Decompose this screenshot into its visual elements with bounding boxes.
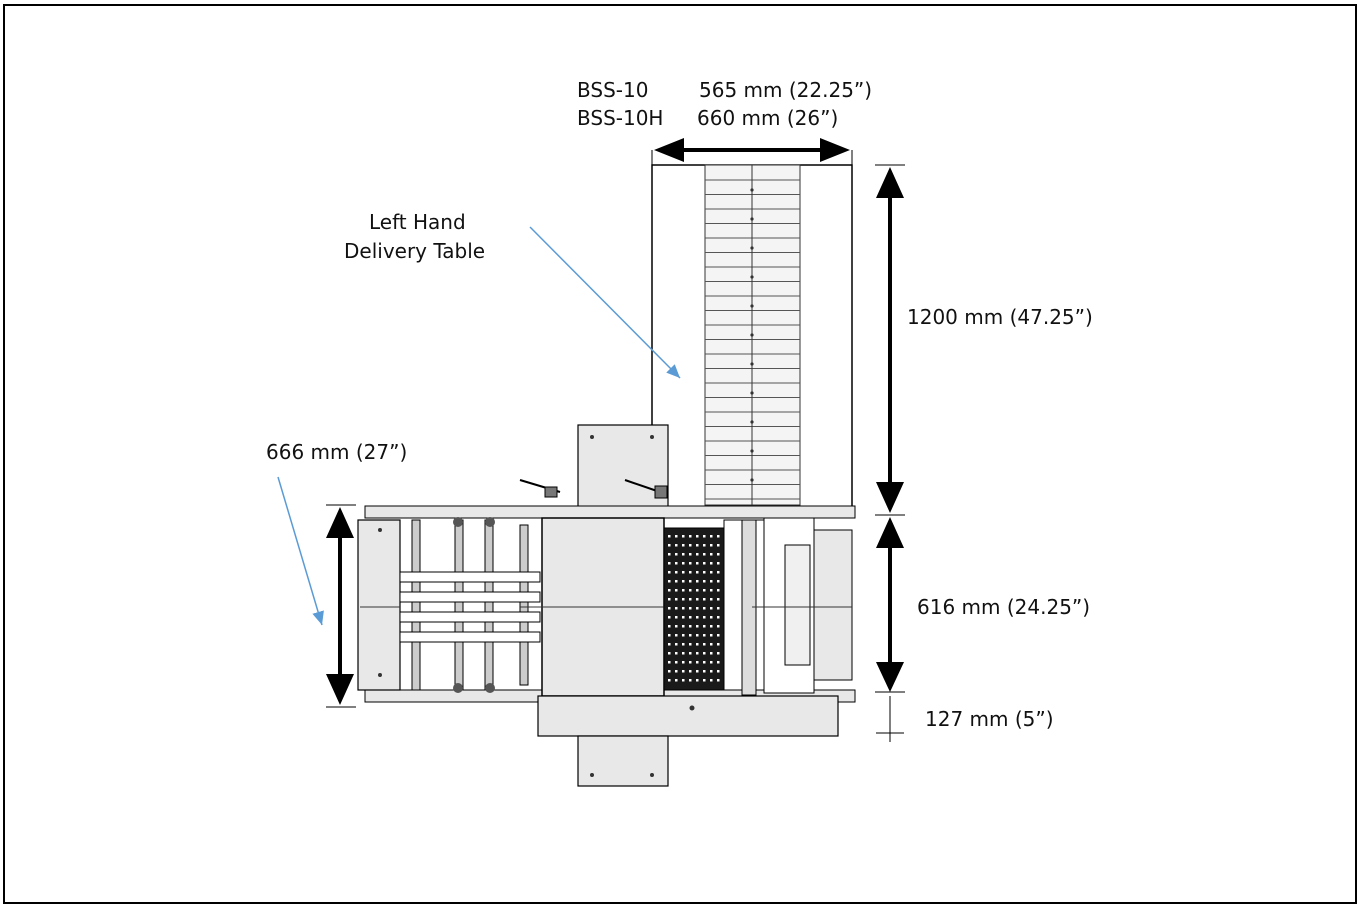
model-a-label: BSS-10 <box>577 78 649 102</box>
feed-width-dimension-arrow <box>326 504 356 708</box>
offset-dimension-marker <box>876 696 904 742</box>
diagram-frame <box>3 4 1357 904</box>
delivery-table-label-line1: Left Hand <box>369 210 466 234</box>
delivery-table-label-line2: Delivery Table <box>344 239 486 263</box>
machine-body <box>357 505 856 787</box>
model-b-label: BSS-10H <box>577 106 664 130</box>
model-b-width: 660 mm (26”) <box>697 106 839 130</box>
table-length-dimension-arrow <box>875 164 905 516</box>
feed-width-callout-arrow <box>277 476 324 626</box>
table-length-label: 1200 mm (47.25”) <box>907 305 1093 329</box>
feeder-unit <box>519 424 669 511</box>
delivery-table <box>651 164 853 516</box>
model-a-width: 565 mm (22.25”) <box>699 78 873 102</box>
body-depth-dimension-arrow <box>875 517 905 693</box>
offset-label: 127 mm (5”) <box>925 707 1054 731</box>
body-depth-label: 616 mm (24.25”) <box>917 595 1091 619</box>
width-dimension-arrow <box>651 138 853 165</box>
feed-width-label: 666 mm (27”) <box>266 440 408 464</box>
delivery-table-callout-arrow <box>529 226 681 379</box>
